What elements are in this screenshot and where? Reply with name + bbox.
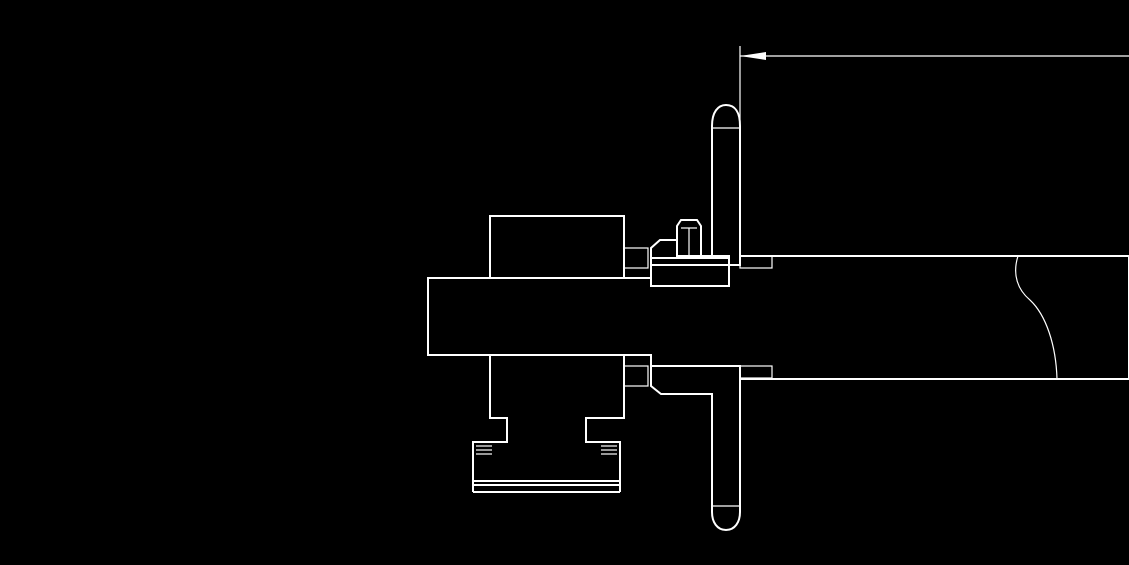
drive-shaft [427,255,1129,380]
set-screw [676,219,702,256]
dimension-arrow [739,46,1129,256]
sprocket-plate [650,103,741,532]
hub-block [472,215,625,493]
collar [650,239,730,287]
